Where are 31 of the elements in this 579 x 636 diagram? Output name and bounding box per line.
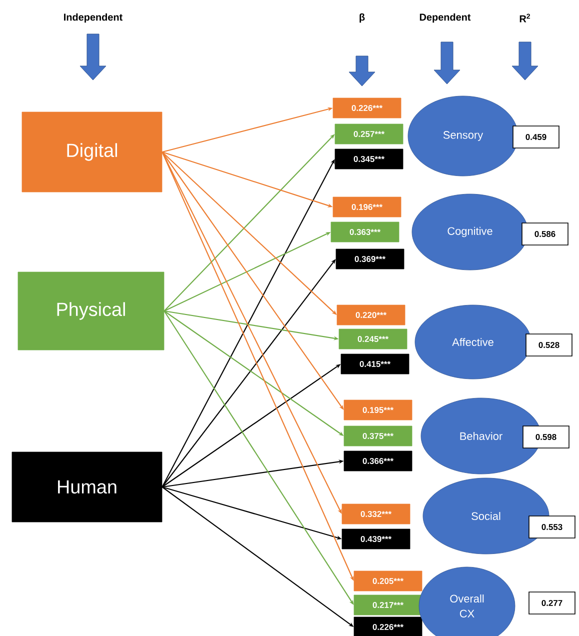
coefficient-box: 0.205*** <box>354 570 422 592</box>
variable-box: Human <box>12 452 162 522</box>
coefficient-box: 0.245*** <box>338 328 408 350</box>
coefficient-box: 0.345*** <box>334 148 404 170</box>
coefficient-box: 0.439*** <box>342 528 410 550</box>
coefficient-box: 0.195*** <box>344 400 412 420</box>
column-heading: R$^{2}$ <box>520 14 530 22</box>
variable-box: Digital <box>22 112 162 192</box>
coefficient-box: 0.332*** <box>342 504 410 524</box>
coefficient-box: 0.415*** <box>340 354 410 374</box>
coefficient-box: 0.217*** <box>354 594 422 616</box>
r-squared-box: 0.598 <box>522 426 570 448</box>
r-squared-box: 0.553 <box>528 516 576 538</box>
r-squared-box: 0.586 <box>522 222 568 246</box>
r-squared-box: 0.459 <box>512 126 560 148</box>
coefficient-box: 0.196*** <box>332 196 402 218</box>
coefficient-box: 0.366*** <box>344 450 412 472</box>
r-squared-box: 0.277 <box>528 592 576 614</box>
variable-box: Physical <box>18 272 164 350</box>
arrow <box>162 259 336 488</box>
column-heading: β <box>360 13 365 23</box>
r-squared-box: 0.528 <box>526 334 572 356</box>
column-heading: Dependent <box>420 13 471 23</box>
coefficient-box: 0.369*** <box>336 248 404 270</box>
column-heading: Independent <box>64 13 122 23</box>
coefficient-box: 0.226*** <box>354 616 422 636</box>
coefficient-box: 0.375*** <box>344 426 412 446</box>
coefficient-box: 0.257*** <box>334 124 404 144</box>
coefficient-box: 0.226*** <box>332 98 402 118</box>
coefficient-box: 0.220*** <box>336 304 406 326</box>
coefficient-box: 0.363*** <box>330 222 400 242</box>
